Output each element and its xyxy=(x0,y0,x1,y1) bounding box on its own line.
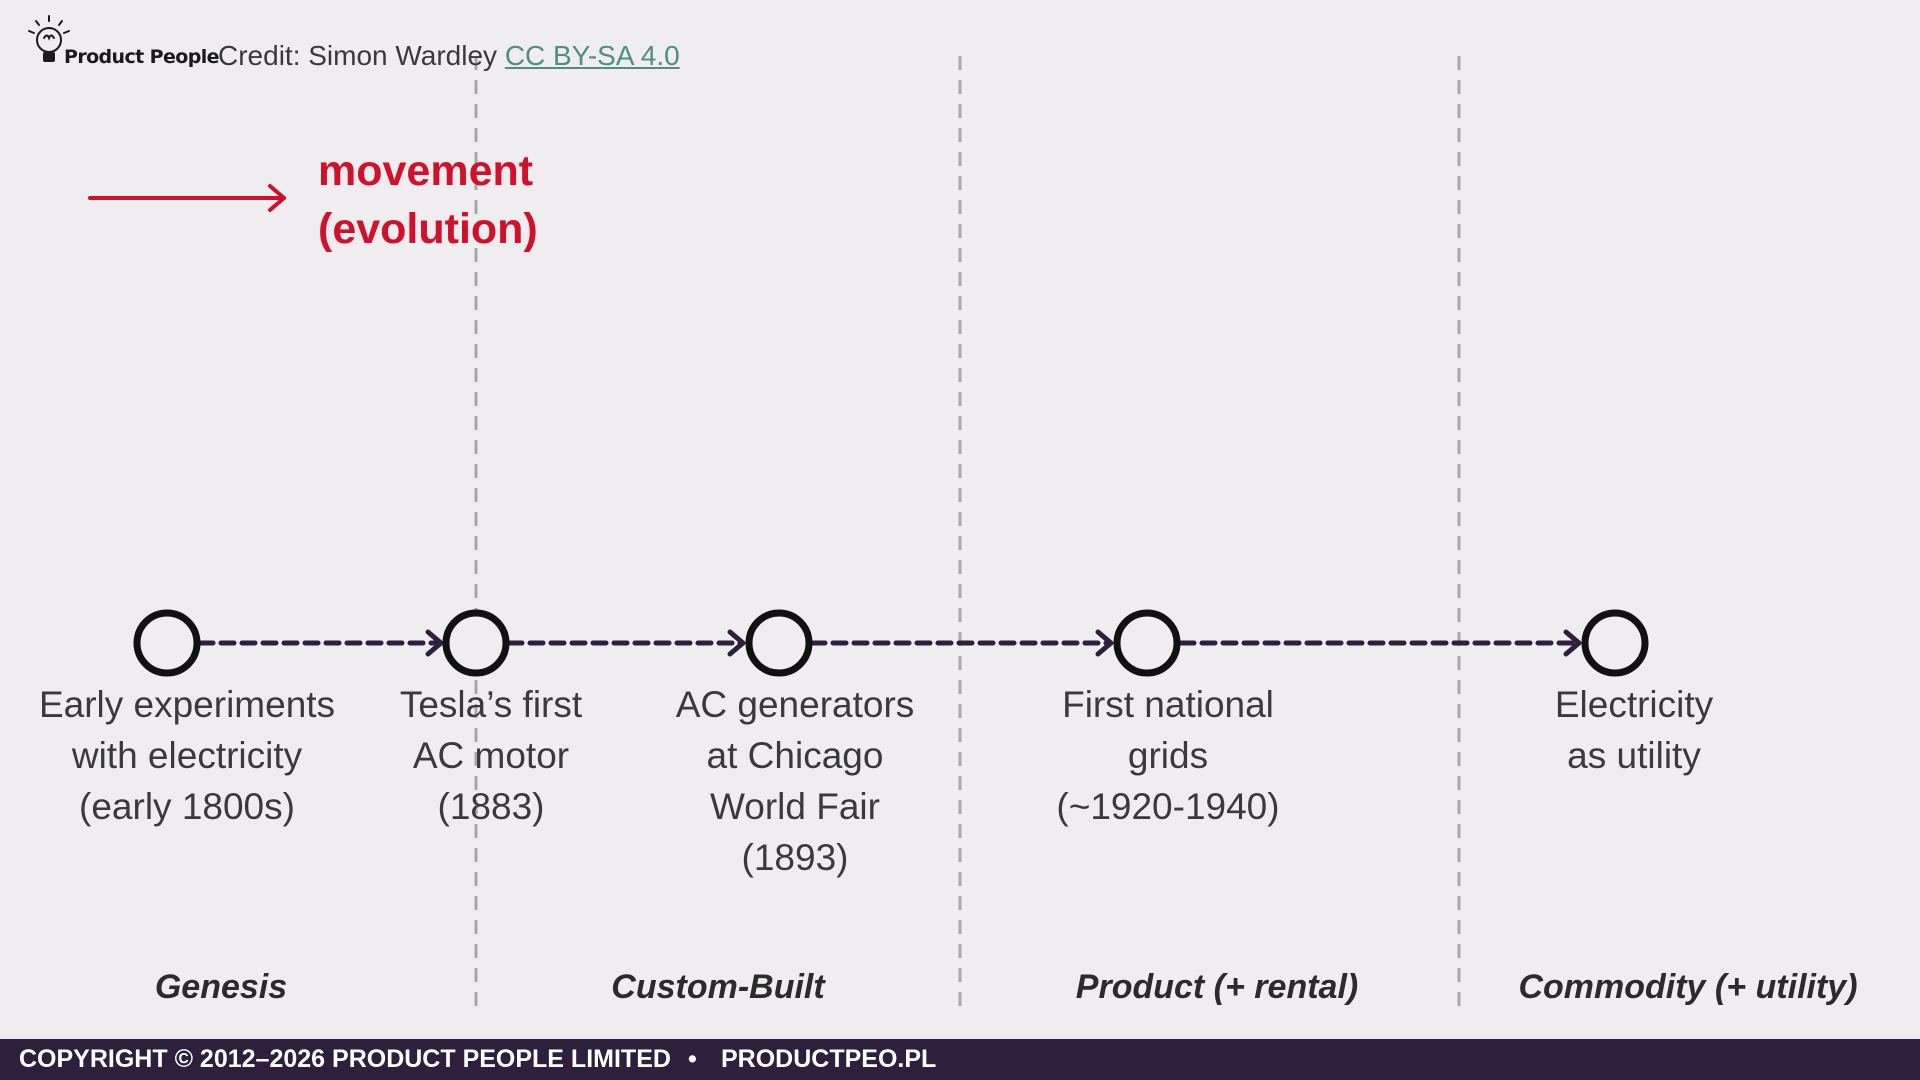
footer-copyright: COPYRIGHT © 2012–2026 PRODUCT PEOPLE LIM… xyxy=(19,1045,671,1073)
phase-label-genesis: Genesis xyxy=(154,968,288,1006)
footer-bar: COPYRIGHT © 2012–2026 PRODUCT PEOPLE LIM… xyxy=(0,1039,1920,1080)
legend-label-line1: movement xyxy=(318,147,534,195)
legend-label-line2: (evolution) xyxy=(318,205,538,253)
node-label-3: AC generators at Chicago World Fair (189… xyxy=(675,684,915,878)
node-circle-4 xyxy=(1113,609,1181,677)
movement-arrow-4 xyxy=(1178,629,1582,657)
license-link[interactable]: CC BY-SA 4.0 xyxy=(504,40,680,71)
logo-text: Product People xyxy=(64,46,220,68)
phase-label-custom-built: Custom-Built xyxy=(611,968,825,1006)
node-label-4: First national grids (~1920-1940) xyxy=(1056,684,1280,827)
node-circle-3 xyxy=(745,609,813,677)
node-circle-1 xyxy=(133,609,201,677)
lightbulb-icon xyxy=(28,15,70,62)
phase-label-product: Product (+ rental) xyxy=(1075,968,1359,1006)
footer-site-link[interactable]: PRODUCTPEO.PL xyxy=(721,1045,937,1073)
product-people-logo: Product People xyxy=(22,14,220,74)
credit-line: Credit: Simon Wardley CC BY-SA 4.0 xyxy=(218,40,680,72)
footer-separator: • xyxy=(688,1045,697,1073)
node-label-5: Electricity as utility xyxy=(1554,684,1714,776)
legend-label: movement (evolution) xyxy=(318,142,538,258)
node-label-2: Tesla’s first AC motor (1883) xyxy=(399,684,583,827)
movement-arrow-1 xyxy=(197,629,444,657)
movement-arrow-2 xyxy=(506,629,746,657)
credit-text: Credit: Simon Wardley xyxy=(218,40,498,71)
legend-arrow-icon xyxy=(88,184,286,212)
phase-label-commodity: Commodity (+ utility) xyxy=(1518,968,1858,1006)
node-circle-5 xyxy=(1581,609,1649,677)
node-circle-2 xyxy=(442,609,510,677)
node-label-1: Early experiments with electricity (earl… xyxy=(38,684,336,827)
movement-arrow-3 xyxy=(809,629,1114,657)
